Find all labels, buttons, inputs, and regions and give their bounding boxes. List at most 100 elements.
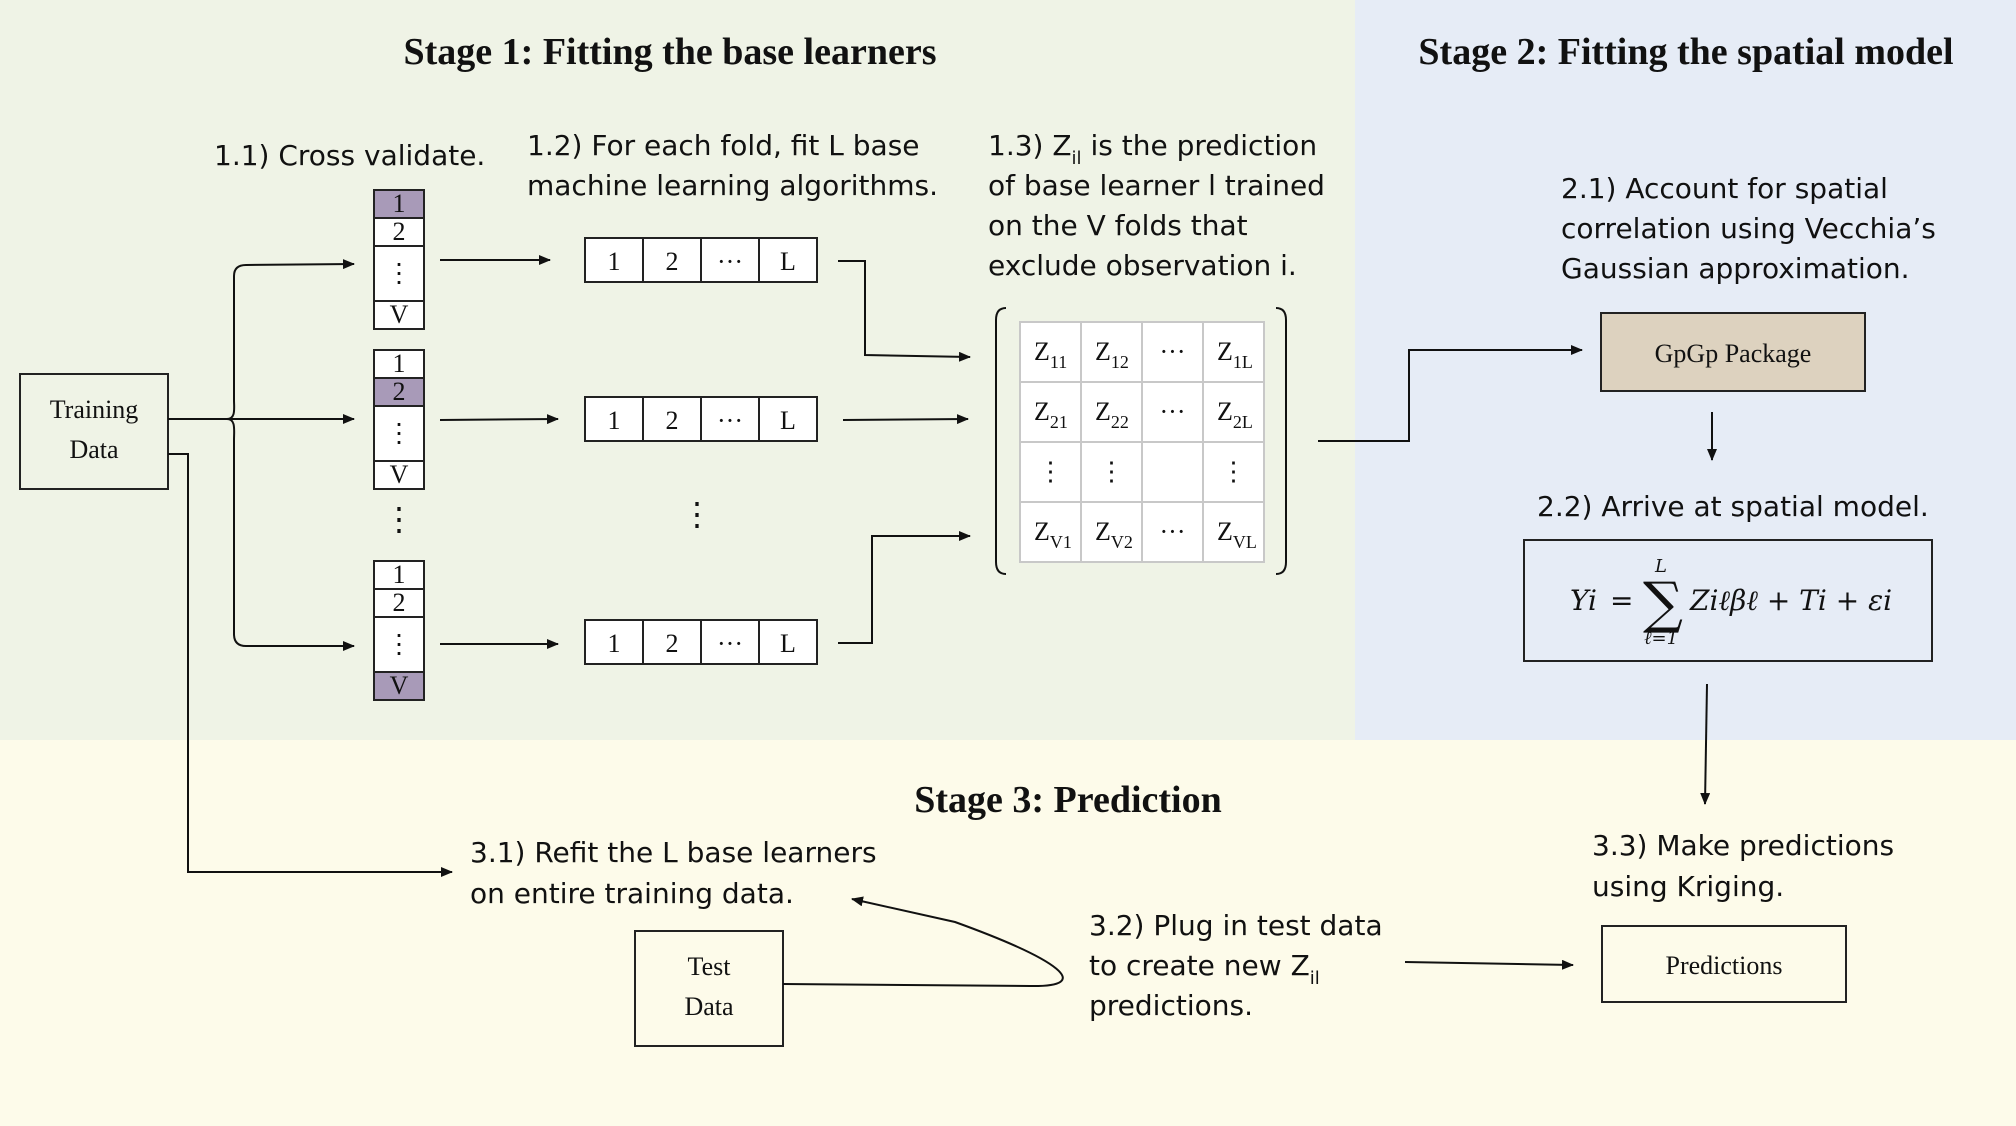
equation-sum-sign: ∑ [1643, 571, 1683, 636]
step-1-3-caption-line2: of base learner l trained [988, 169, 1325, 202]
test-data-label-line2: Data [684, 992, 734, 1021]
fold-label: V [390, 300, 409, 329]
fold-label: V [390, 460, 409, 489]
fold-label: 1 [393, 349, 406, 378]
stage1-connectors [168, 255, 1583, 651]
fold-cell [373, 560, 425, 590]
matrix-right-bracket [1275, 307, 1287, 575]
predictions-label: Predictions [1666, 951, 1783, 980]
learner-label: 2 [666, 629, 679, 658]
matrix-cell [1080, 381, 1143, 443]
fold-label: 1 [393, 189, 406, 218]
fold-cell [373, 671, 425, 701]
step-3-2-caption-line2: to create new Zil [1089, 949, 1320, 989]
learner-cell [758, 237, 818, 283]
fold-cell [373, 300, 425, 330]
learner-cell [584, 396, 644, 442]
stage2-title: Stage 2: Fitting the spatial model [1418, 31, 1953, 73]
learner-label: L [780, 247, 796, 276]
learner-label: L [780, 406, 796, 435]
fold-cell [373, 460, 425, 490]
arrow-training-to-refit [168, 453, 453, 877]
matrix-entry: Z2L [1217, 397, 1253, 432]
fold-label: 2 [393, 588, 406, 617]
learner-cell [758, 396, 818, 442]
matrix-entry: Z11 [1034, 337, 1067, 372]
step-3-1-caption-line2: on entire training data. [470, 877, 794, 910]
equation-rhs: Ziℓβℓ + Ti + εi [1689, 584, 1892, 617]
spatial-model-equation-box: Yi = ∑ L ℓ=1 Ziℓβℓ + Ti + εi [1523, 539, 1933, 662]
fold-label: 1 [393, 560, 406, 589]
step-1-2-caption-line1: 1.2) For each fold, fit L base [527, 129, 920, 162]
fold-stack-3: 12⋮V [373, 560, 425, 701]
matrix-entry: ZVL [1217, 517, 1257, 552]
step-3-2-caption-line3: predictions. [1089, 989, 1253, 1022]
fold-cell [373, 588, 425, 618]
matrix-entry: Z12 [1095, 337, 1129, 372]
step-1-3-caption-line3: on the V folds that [988, 209, 1248, 242]
matrix-cell [1141, 441, 1204, 503]
matrix-left-bracket [995, 307, 1007, 575]
fold-cell [373, 377, 425, 407]
fold-label: ⋮ [386, 259, 412, 288]
learner-cell [584, 619, 644, 665]
training-data-label-line2: Data [69, 435, 119, 464]
matrix-entry: ZV2 [1095, 517, 1133, 552]
equation-sum-bottom: ℓ=1 [1644, 628, 1678, 649]
step-2-1-caption-line2: correlation using Vecchia’s [1561, 212, 1936, 245]
step-1-2-caption-line2: machine learning algorithms. [527, 169, 938, 202]
matrix-cell [1019, 501, 1082, 563]
matrix-entry: ZV1 [1034, 517, 1072, 552]
fold-label: ⋮ [386, 419, 412, 448]
matrix-cell [1202, 381, 1265, 443]
fold-stack-2: 12 ⋮ V [373, 349, 425, 490]
learner-cell [700, 237, 760, 283]
learner-label: 1 [608, 247, 621, 276]
arrow-to-fold-stack-3 [226, 418, 355, 651]
matrix-entry: ··· [1160, 337, 1186, 366]
test-data-box: Test Data [634, 930, 784, 1047]
fold-cell [373, 405, 425, 462]
matrix-entry: ⋮ [1038, 457, 1064, 486]
learner-label: 2 [666, 247, 679, 276]
test-data-label-line1: Test [688, 952, 732, 981]
predictions-box: Predictions [1601, 925, 1847, 1003]
matrix-entry: ··· [1160, 517, 1186, 546]
training-data-box: Training Data [19, 373, 169, 490]
matrix-cell [1202, 441, 1265, 503]
step-3-3-caption-line1: 3.3) Make predictions [1592, 829, 1894, 862]
fold-stack-1: 12 ⋮ V [373, 189, 425, 330]
learner-label: ··· [717, 406, 743, 435]
learner-cell [584, 237, 644, 283]
matrix-entry: Z22 [1095, 397, 1129, 432]
learner-row-1: 1 2 ··· L [584, 237, 818, 283]
fold-cell [373, 349, 425, 379]
equation-equals: = [1610, 584, 1633, 617]
step-2-1-caption-line3: Gaussian approximation. [1561, 252, 1910, 285]
learner-label: 1 [608, 629, 621, 658]
learner-label: L [780, 629, 796, 658]
training-data-label-line1: Training [50, 395, 139, 424]
matrix-cell [1141, 321, 1204, 383]
fold-label: 2 [393, 377, 406, 406]
step-2-2-caption: 2.2) Arrive at spatial model. [1537, 490, 1929, 523]
learner-cell [758, 619, 818, 665]
matrix-cell [1202, 501, 1265, 563]
gpgp-package-box: GpGp Package [1600, 312, 1866, 392]
arrow-fold2-to-learners [439, 414, 559, 425]
stage3-title: Stage 3: Prediction [914, 779, 1221, 821]
gpgp-package-label: GpGp Package [1655, 339, 1812, 368]
step-1-3-caption-line1: 1.3) Zil is the prediction [988, 129, 1317, 169]
arrow-to-fold-stack-1 [226, 259, 355, 420]
fold-label: 2 [393, 217, 406, 246]
fold-stack-vdots: ⋮ [383, 501, 415, 537]
arrow-model-to-kriging [1700, 683, 1711, 805]
fold-stacks: 12⋮V12⋮V12⋮V [373, 189, 425, 701]
matrix-cell [1080, 441, 1143, 503]
learner-label: ··· [717, 247, 743, 276]
learner-label: 1 [608, 406, 621, 435]
fold-cell [373, 189, 425, 219]
